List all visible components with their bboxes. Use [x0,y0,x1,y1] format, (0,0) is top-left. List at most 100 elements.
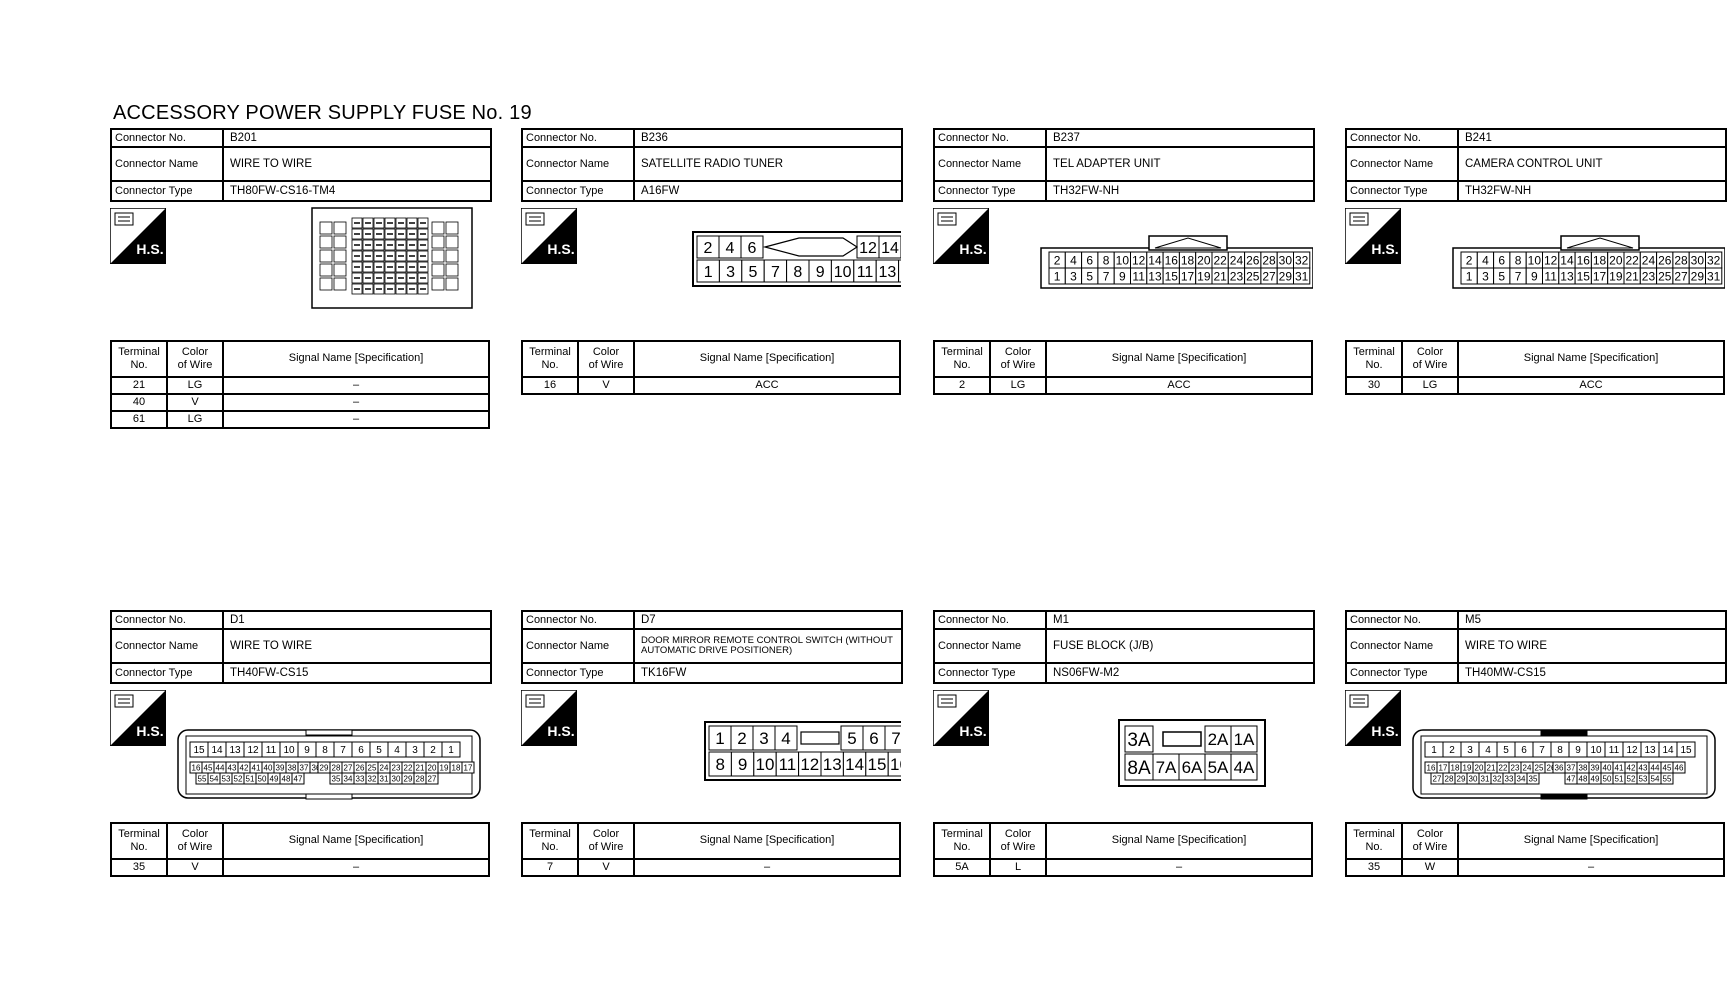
pin40-pin-label: 11 [1609,745,1620,756]
wire-color-cell: LG [1401,376,1459,395]
pin40-pin-label: 27 [344,763,353,772]
harness-side-icon: H.S. [933,208,989,264]
d7-pin-label: 8 [715,755,724,774]
m1-cavity [1124,753,1154,781]
d7-pin-label: 1 [715,729,724,748]
wire-color-cell: V [577,858,635,877]
pin40-pin-label: 47 [294,774,303,783]
b201-cavity [431,263,445,277]
pin40-cavity [441,741,461,758]
pin40-pin-label: 12 [1626,745,1638,756]
pin32-pin-label: 1 [1054,269,1061,283]
pin40-pin-label: 14 [211,745,223,756]
pin40-pin-label: 19 [440,763,449,772]
signal-name-header: Signal Name [Specification] [1045,340,1313,378]
pin40-pin-label: 33 [1505,774,1514,783]
terminal-no-cell: 35 [110,858,168,877]
pin40-pin-label: 45 [1663,763,1672,772]
pin40-pin-label: 38 [288,763,297,772]
pin32-pin-label: 29 [1279,269,1293,283]
pin40-pin-label: 22 [1499,763,1508,772]
signal-name-cell: ACC [1457,376,1725,395]
pin32-pin-label: 12 [1544,253,1558,267]
pin40-pin-label: 2 [430,745,436,756]
connector-name-value: TEL ADAPTER UNIT [1053,157,1161,170]
b236-pin-label: 10 [834,264,852,281]
pin32-pin-label: 29 [1691,269,1705,283]
b236-pin-label: 13 [879,264,897,281]
key-tab [1540,729,1588,736]
connector-type-value: TH40MW-CS15 [1465,666,1546,679]
table-row: 61 LG – [110,410,490,429]
pin40-pin-label: 54 [210,774,219,783]
pin32-pin-label: 32 [1707,253,1721,267]
pin32-pin-label: 10 [1116,253,1130,267]
d7-pin-label: 10 [756,755,775,774]
pin32-pin-label: 22 [1213,253,1227,267]
pin40-pin-label: 50 [258,774,267,783]
pin40-pin-label: 37 [300,763,309,772]
connector-type-label: Connector Type [112,182,224,200]
connector-type-value: TH32FW-NH [1053,184,1120,197]
d7-pin-label: 11 [779,755,797,774]
pin40-pin-label: 30 [1469,774,1478,783]
pin40-pin-label: 52 [234,774,243,783]
harness-side-icon: H.S. [1345,208,1401,264]
connector-type-label: Connector Type [935,664,1047,682]
pin40-pin-label: 32 [368,774,377,783]
pin32-pin-label: 4 [1070,253,1077,267]
d7-pin-label: 7 [891,729,900,748]
harness-side-icon: H.S. [110,690,166,746]
signal-name-cell: – [222,410,490,429]
pin32-pin-label: 2 [1466,253,1473,267]
pin40-pin-label: 6 [358,745,364,756]
b236-pin-label: 4 [726,240,735,257]
pin32-cavity [1705,267,1723,285]
pin40-pin-label: 34 [1517,774,1526,783]
pin32-pin-label: 3 [1070,269,1077,283]
pin32-pin-label: 13 [1148,269,1162,283]
pin40-pin-label: 31 [380,774,389,783]
pin40-pin-label: 6 [1521,745,1527,756]
pin32-pin-label: 27 [1674,269,1688,283]
b201-cavity [333,235,347,249]
pin32-pin-label: 18 [1181,253,1195,267]
pin32-pin-label: 14 [1148,253,1162,267]
b236-pin-label: 7 [771,264,780,281]
pin32-pin-label: 20 [1197,253,1211,267]
pin40-pin-label: 13 [1644,745,1656,756]
pin40-pin-label: 11 [266,745,277,756]
b201-cavity [319,235,333,249]
pin40-pin-label: 28 [1445,774,1454,783]
pin40-cavity [1672,761,1686,774]
b201-cavity [431,249,445,263]
connector-name-label: Connector Name [523,630,635,662]
pin40-pin-label: 54 [1651,774,1660,783]
harness-side-icon: H.S. [933,690,989,746]
connector-panel: Connector No. M5 Connector Name WIRE TO … [1345,610,1727,905]
b201-cavity [445,249,459,263]
connector-no-value: M5 [1465,613,1481,626]
pin40-pin-label: 33 [356,774,365,783]
signal-name-cell: ACC [1045,376,1313,395]
m1-pin-label: 5A [1208,758,1229,777]
connector-no-label: Connector No. [112,130,224,146]
pin40-pin-label: 26 [356,763,365,772]
pin40-pin-label: 12 [247,745,259,756]
hs-label: H.S. [547,241,574,257]
harness-side-icon: H.S. [521,690,577,746]
pin32-pin-label: 19 [1609,269,1623,283]
b201-cavity [431,277,445,291]
connector-panel: Connector No. B236 Connector Name SATELL… [521,128,903,423]
pin32-pin-label: 32 [1295,253,1309,267]
m1-pin-label: 6A [1182,758,1203,777]
connector-panel: Connector No. M1 Connector Name FUSE BLO… [933,610,1315,905]
pin32-pin-label: 11 [1132,269,1145,283]
pin32-pin-label: 15 [1165,269,1179,283]
